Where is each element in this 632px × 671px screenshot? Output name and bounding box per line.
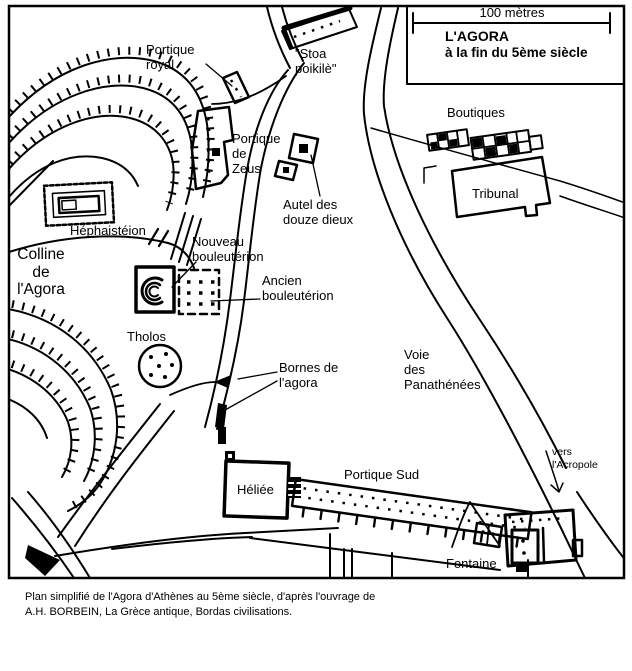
crossing-mark: [25, 545, 60, 576]
nouveau-bouleuterion-building: [134, 265, 176, 314]
scale-label: 100 mètres: [479, 5, 545, 20]
stoa-poikile-building: [281, 7, 358, 50]
label-boutiques: Boutiques: [447, 105, 505, 120]
label-ancien-bouleuterion: Ancien bouleutérion: [262, 273, 334, 303]
label-portique-de-zeus: Portique de Zeus: [232, 131, 281, 176]
label-fontaine: Fontaine: [446, 556, 497, 571]
title-box: [406, 7, 623, 85]
boutiques-buildings: [426, 128, 544, 161]
label-portique-sud: Portique Sud: [344, 467, 420, 482]
label-voie-panathenees: Voie des Panathénées: [404, 347, 481, 392]
map-title-line2: à la fin du 5ème siècle: [445, 45, 588, 60]
label-heliee: Héliée: [237, 482, 274, 497]
map-title-line1: L'AGORA: [445, 28, 509, 44]
ancien-bouleuterion-building: [177, 268, 221, 316]
label-nouveau-bouleuterion: Nouveau bouleutérion: [192, 234, 264, 264]
label-tholos: Tholos: [127, 329, 167, 344]
label-bornes-agora: Bornes de l'agora: [279, 360, 339, 390]
tribunal-building: [450, 155, 552, 219]
label-autel-douze-dieux: Autel des douze dieux: [283, 197, 354, 227]
portique-de-zeus-building: [190, 105, 235, 191]
label-colline-agora: Colline de l'Agora: [17, 246, 65, 298]
hephaisteion-building: [42, 180, 116, 228]
label-vers-acropole: vers l'Acropole: [552, 446, 598, 471]
fontaine-building: [472, 508, 584, 572]
label-portique-royal: Portique royal: [146, 42, 195, 72]
portique-royal-building: [221, 70, 251, 105]
tholos-building: [137, 343, 183, 389]
label-hephaisteion: Héphaistéion: [70, 223, 146, 238]
hill-southwest: [10, 300, 126, 512]
scale-bar: [412, 12, 611, 34]
figure-caption: Plan simplifié de l'Agora d'Athènes au 5…: [25, 591, 376, 618]
roads: [11, 7, 623, 578]
label-tribunal: Tribunal: [472, 186, 519, 201]
leader-lines: [171, 63, 564, 493]
label-stoa-poikile: "Stoa poikilè": [295, 46, 337, 76]
bornes-markers: [214, 375, 235, 461]
hill-northwest: [10, 46, 215, 269]
